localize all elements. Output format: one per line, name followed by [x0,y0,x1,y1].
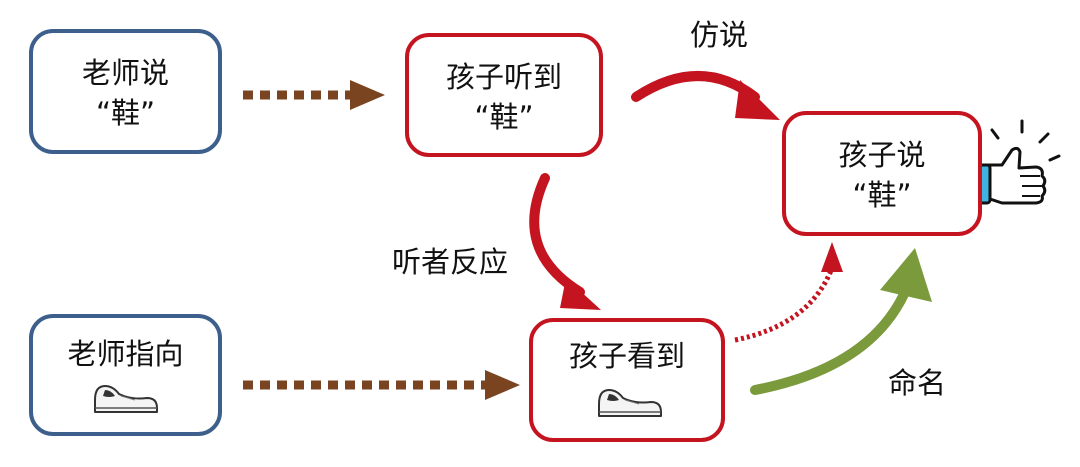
shoe-icon [94,385,158,413]
box-teacher-says: 老师说 “鞋” [29,29,222,154]
dotted-curve-child-sees-to-child-says [734,242,843,343]
box-child-hears-line2: “鞋” [474,100,534,134]
box-teacher-points-line1: 老师指向 [67,337,184,371]
box-teacher-points: 老师指向 [29,314,222,436]
box-child-says-line1: 孩子说 [838,138,926,172]
curved-arrow-imitate [631,71,780,120]
label-listener-response: 听者反应 [392,245,509,279]
box-teacher-says-line2: “鞋” [95,96,156,130]
label-imitate: 仿说 [690,18,749,52]
dotted-arrow-teacher-points-to-child-sees [243,370,520,400]
box-child-hears-line1: 孩子听到 [445,60,562,94]
curved-arrow-listener-response [529,173,601,310]
box-child-says-line2: “鞋” [852,178,912,212]
curved-arrow-naming [750,248,932,395]
box-child-says: 孩子说 “鞋” [782,111,982,236]
dotted-arrow-teacher-says-to-child-hears [243,80,385,110]
label-naming: 命名 [888,366,947,400]
box-child-hears: 孩子听到 “鞋” [405,33,603,157]
shoe-icon [598,389,662,417]
box-child-sees: 孩子看到 [529,318,725,442]
box-teacher-says-line1: 老师说 [81,56,169,90]
box-child-sees-line1: 孩子看到 [568,339,685,373]
